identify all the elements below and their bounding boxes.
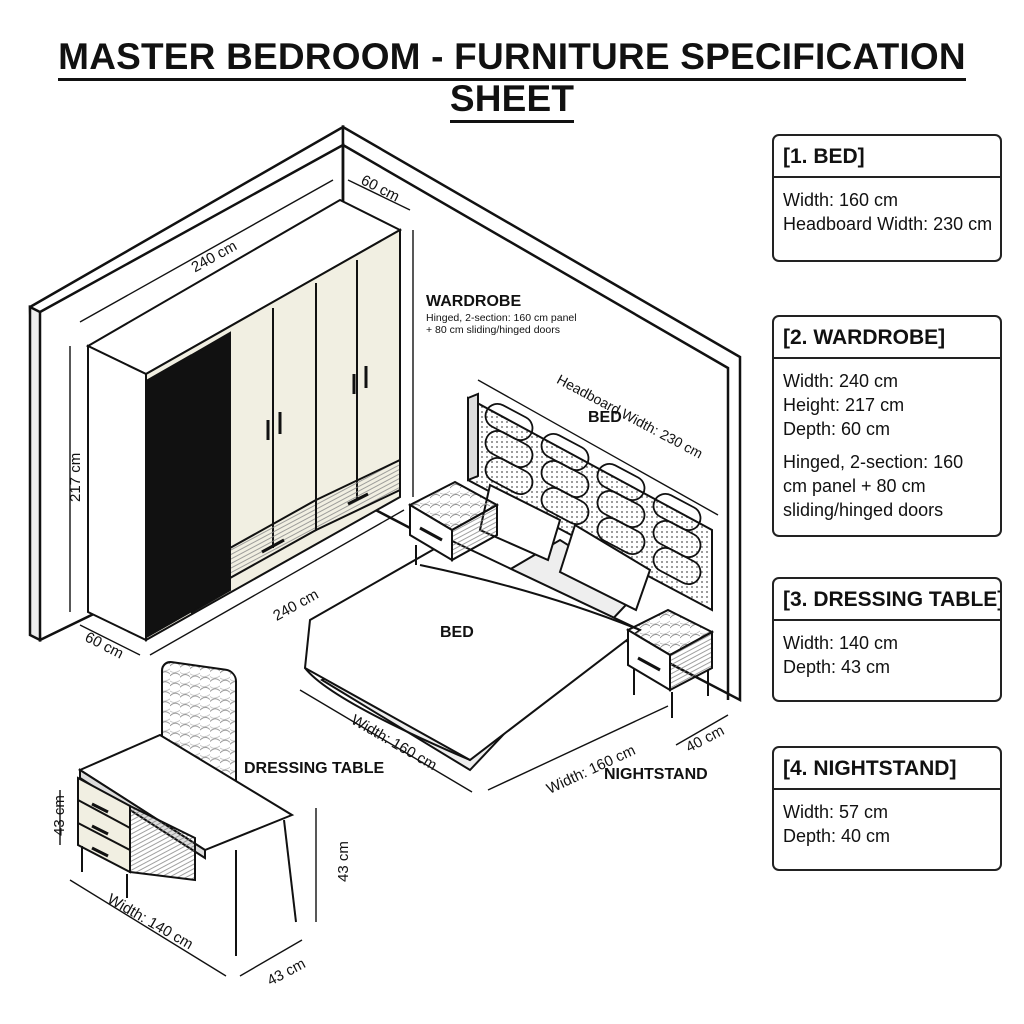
spec-line: Width: 140 cm <box>783 633 899 653</box>
spec-line: Width: 57 cm <box>783 802 889 822</box>
nightstand-dim-depth: 40 cm <box>683 722 727 756</box>
spec-line: Width: 240 cm <box>783 371 899 391</box>
spec-line: Headboard Width: 230 cm <box>783 214 993 234</box>
nightstand-right <box>625 608 715 718</box>
spec-card-bed: [1. BED] Width: 160 cm Headboard Width: … <box>772 134 1002 262</box>
dressing-table <box>77 661 297 956</box>
wardrobe <box>85 198 403 642</box>
bed-headboard-side <box>467 392 479 482</box>
nightstand-left <box>407 480 500 565</box>
dressing-dim-height: 43 cm <box>335 841 352 882</box>
wardrobe-dim-height: 217 cm <box>67 453 84 502</box>
dressing-dim-drawer-height: 43 cm <box>51 795 68 836</box>
spec-card-heading: [4. NIGHTSTAND] <box>774 748 1000 790</box>
page-title: MASTER BEDROOM - FURNITURE SPECIFICATION… <box>0 36 1024 123</box>
dressing-dim-width: Width: 140 cm <box>104 890 196 953</box>
spec-card-heading: [2. WARDROBE] <box>774 317 1000 359</box>
headboard-tufts <box>484 402 702 586</box>
spec-card-heading: [1. BED] <box>774 136 1000 178</box>
left-wall-edge <box>28 304 42 643</box>
spec-line: Height: 217 cm <box>783 395 905 415</box>
wardrobe-glass-door-1 <box>147 354 191 638</box>
headboard-cushion <box>540 486 590 526</box>
wardrobe-glass-door-2 <box>191 331 231 614</box>
wardrobe-note-line2: + 80 cm sliding/hinged doors <box>426 324 560 336</box>
wardrobe-drawer-right <box>315 458 401 532</box>
wardrobe-note-line1: Hinged, 2-section: 160 cm panel <box>426 312 577 324</box>
wardrobe-label: WARDROBE <box>426 293 521 310</box>
dressing-dimension-lines <box>59 790 317 977</box>
spec-card-heading: [3. DRESSING TABLE] <box>774 579 1000 621</box>
spec-line: Depth: 43 cm <box>783 657 891 677</box>
nightstand-label: NIGHTSTAND <box>604 766 708 783</box>
bed-label-top: BED <box>588 409 622 426</box>
spec-card-wardrobe: [2. WARDROBE] Width: 240 cm Height: 217 … <box>772 315 1002 537</box>
spec-note: Hinged, 2-section: 160 cm panel + 80 cm … <box>783 452 964 520</box>
bed-pillow-right <box>558 523 652 612</box>
bed <box>303 392 713 772</box>
headboard-cushion <box>596 516 646 556</box>
page-title-text: MASTER BEDROOM - FURNITURE SPECIFICATION… <box>58 36 966 123</box>
dressing-table-label: DRESSING TABLE <box>244 760 384 777</box>
headboard-cushion <box>652 546 702 586</box>
headboard-cushion <box>484 456 534 496</box>
dressing-dim-depth: 43 cm <box>264 955 308 989</box>
bed-dimension-lines <box>299 379 729 793</box>
bed-label-center: BED <box>440 624 474 641</box>
spec-card-dressing-table: [3. DRESSING TABLE] Width: 140 cm Depth:… <box>772 577 1002 702</box>
wardrobe-dim-bottom-depth: 60 cm <box>82 629 126 663</box>
spec-line: Depth: 40 cm <box>783 826 891 846</box>
wardrobe-side <box>87 344 147 642</box>
wardrobe-dimension-lines <box>69 179 414 656</box>
bed-duvet <box>303 538 642 762</box>
spec-line: Depth: 60 cm <box>783 419 891 439</box>
spec-line: Width: 160 cm <box>783 190 899 210</box>
spec-card-nightstand: [4. NIGHTSTAND] Width: 57 cm Depth: 40 c… <box>772 746 1002 871</box>
